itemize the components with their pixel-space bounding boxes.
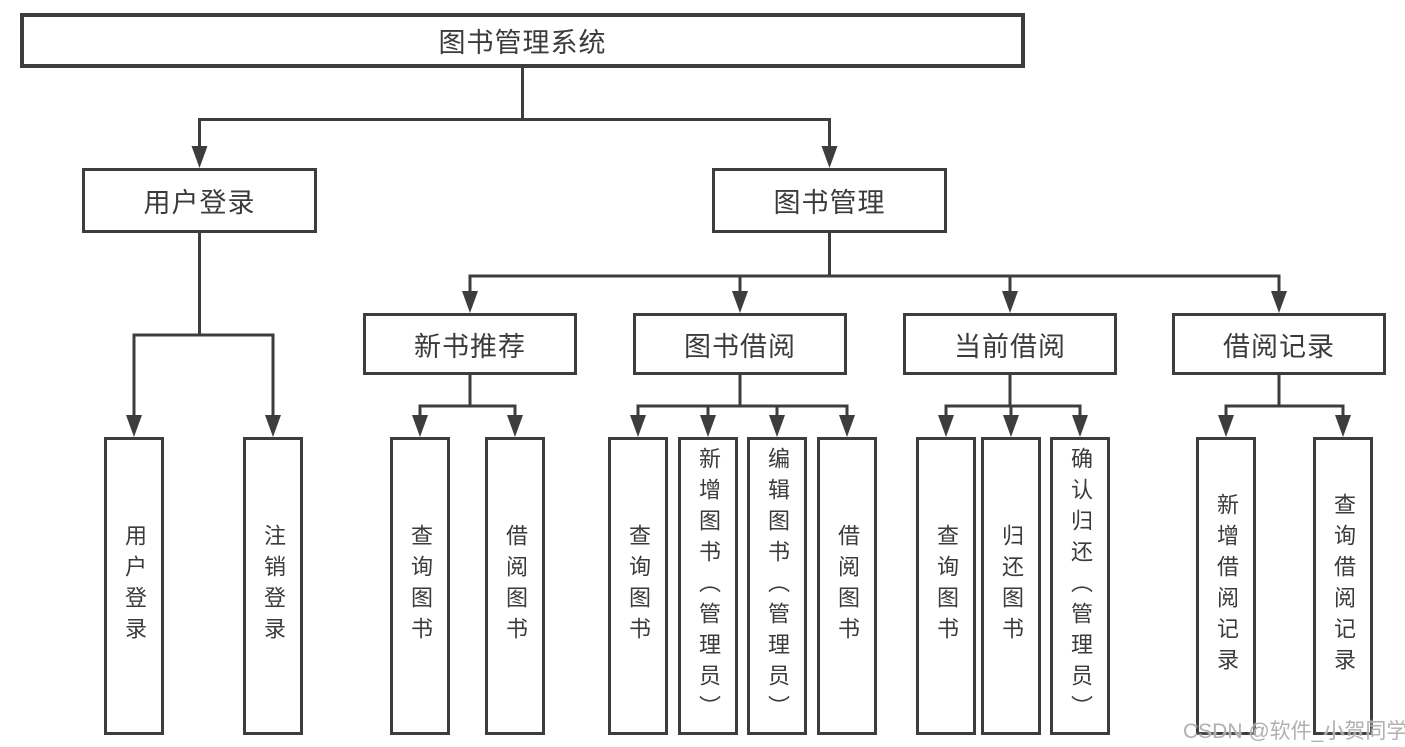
leaf-borrow-add-books-admin: 新增图书（管理员） [678, 437, 738, 735]
arrowheads [126, 146, 1351, 437]
node-root-label: 图书管理系统 [438, 28, 607, 58]
leaf-borrow-borrow-books-label: 借阅图书 [835, 524, 860, 648]
node-book-management: 图书管理 [712, 168, 947, 233]
leaf-current-confirm-return-admin-label: 确认归还（管理员） [1068, 446, 1093, 726]
node-new-book-recommend: 新书推荐 [363, 313, 577, 375]
leaf-newbook-borrow-books: 借阅图书 [485, 437, 545, 735]
leaf-logout-label: 注销登录 [261, 524, 286, 648]
leaf-newbook-query-books: 查询图书 [390, 437, 450, 735]
node-current-borrow: 当前借阅 [903, 313, 1117, 375]
leaf-borrow-query-books: 查询图书 [608, 437, 668, 735]
node-book-borrow: 图书借阅 [633, 313, 847, 375]
leaf-borrow-edit-books-admin-label: 编辑图书（管理员） [765, 446, 790, 726]
leaf-logout: 注销登录 [243, 437, 303, 735]
node-current-borrow-label: 当前借阅 [954, 331, 1066, 362]
leaf-current-return-books-label: 归还图书 [999, 524, 1024, 648]
node-borrow-record: 借阅记录 [1172, 313, 1386, 375]
node-user-login-label: 用户登录 [143, 188, 256, 218]
leaf-newbook-borrow-books-label: 借阅图书 [503, 524, 528, 648]
leaf-newbook-query-books-label: 查询图书 [408, 524, 433, 648]
leaf-current-query-books-label: 查询图书 [934, 524, 959, 648]
node-new-book-recommend-label: 新书推荐 [414, 331, 526, 362]
leaf-record-add-record: 新增借阅记录 [1196, 437, 1256, 735]
leaf-borrow-query-books-label: 查询图书 [626, 524, 651, 648]
leaf-user-login-label: 用户登录 [122, 524, 147, 648]
leaf-current-query-books: 查询图书 [916, 437, 976, 735]
leaf-borrow-borrow-books: 借阅图书 [817, 437, 877, 735]
leaf-current-return-books: 归还图书 [981, 437, 1041, 735]
leaf-record-query-record: 查询借阅记录 [1313, 437, 1373, 735]
node-root: 图书管理系统 [20, 13, 1025, 68]
leaf-borrow-add-books-admin-label: 新增图书（管理员） [696, 446, 721, 726]
csdn-watermark: CSDN @软件_小贺同学 [1183, 720, 1405, 743]
leaf-borrow-edit-books-admin: 编辑图书（管理员） [747, 437, 807, 735]
leaf-record-query-record-label: 查询借阅记录 [1331, 493, 1356, 679]
leaf-current-confirm-return-admin: 确认归还（管理员） [1050, 437, 1110, 735]
node-book-borrow-label: 图书借阅 [684, 331, 796, 362]
node-user-login: 用户登录 [82, 168, 317, 233]
leaf-user-login: 用户登录 [104, 437, 164, 735]
leaf-record-add-record-label: 新增借阅记录 [1214, 493, 1239, 679]
node-book-management-label: 图书管理 [773, 188, 886, 218]
node-borrow-record-label: 借阅记录 [1223, 331, 1335, 362]
connector-shafts [132, 66, 1345, 418]
